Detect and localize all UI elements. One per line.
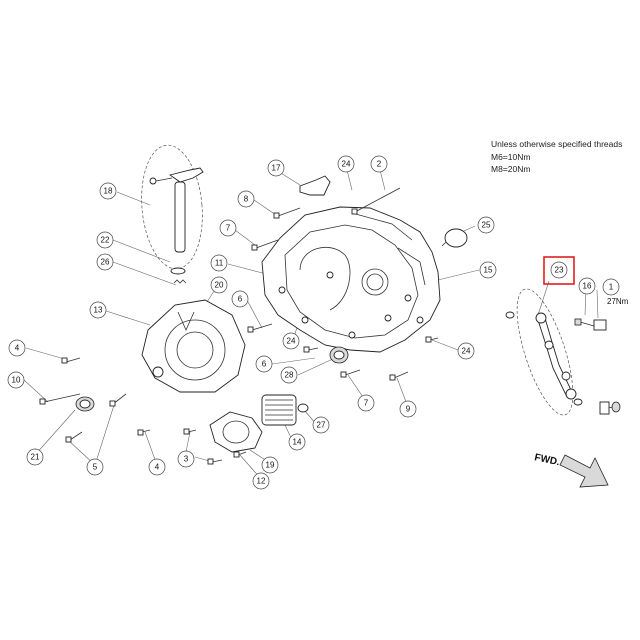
callout-11: 11 (210, 254, 228, 272)
callout-18: 18 (99, 182, 117, 200)
callout-label: 20 (215, 281, 224, 290)
callout-13: 13 (89, 301, 107, 319)
callout-label: 16 (583, 282, 592, 291)
thread-note-m8: M8=20Nm (491, 164, 531, 174)
callout-label: 4 (15, 344, 20, 353)
callout-6: 6 (255, 355, 273, 373)
callout-28: 28 (280, 366, 298, 384)
callout-label: 6 (238, 295, 243, 304)
torque-label: 27Nm (607, 297, 629, 306)
callout-1: 1 (602, 278, 620, 296)
callout-5: 5 (86, 458, 104, 476)
bolts (39, 187, 439, 465)
callout-label: 9 (406, 405, 411, 414)
part-o-ring (170, 267, 186, 275)
callout-label: 18 (104, 187, 113, 196)
callout-24: 24 (457, 342, 475, 360)
part-oil-filter (261, 394, 297, 426)
callout-label: 10 (12, 376, 21, 385)
part-dipstick (149, 167, 204, 253)
highlight-box-part-23 (543, 256, 575, 285)
callout-label: 7 (226, 224, 231, 233)
callout-26: 26 (96, 253, 114, 271)
callout-label: 15 (484, 266, 493, 275)
callout-label: 13 (94, 306, 103, 315)
part-bracket (299, 175, 331, 196)
callout-label: 24 (287, 337, 296, 346)
callout-10: 10 (7, 371, 25, 389)
callout-25: 25 (477, 216, 495, 234)
callout-7: 7 (219, 219, 237, 237)
callout-22: 22 (96, 231, 114, 249)
part-crankcase-cover (261, 206, 441, 353)
callout-label: 22 (101, 236, 110, 245)
callout-label: 7 (364, 399, 369, 408)
callout-9: 9 (399, 400, 417, 418)
part-oil-pipe-assembly (505, 311, 583, 406)
part-filter-cover (209, 411, 263, 453)
callout-21: 21 (26, 448, 44, 466)
part-filter-o-ring (297, 403, 309, 413)
callout-7: 7 (357, 394, 375, 412)
callout-label: 12 (257, 477, 266, 486)
thread-note-heading: Unless otherwise specified threads (491, 139, 623, 149)
callout-label: 23 (555, 266, 564, 275)
part-clutch-cover (141, 299, 246, 393)
callout-label: 25 (482, 221, 491, 230)
callout-15: 15 (479, 261, 497, 279)
callout-label: 11 (215, 259, 224, 268)
callout-label: 14 (293, 438, 302, 447)
callout-label: 28 (285, 371, 294, 380)
callout-label: 17 (272, 164, 281, 173)
callout-20: 20 (210, 276, 228, 294)
callout-24: 24 (337, 155, 355, 173)
callout-16: 16 (578, 277, 596, 295)
callout-label: 4 (155, 463, 160, 472)
part-washer-hole (79, 399, 91, 409)
callout-4: 4 (8, 339, 26, 357)
callout-27: 27 (312, 416, 330, 434)
callout-label: 8 (244, 195, 249, 204)
callout-3: 3 (177, 450, 195, 468)
callout-label: 24 (342, 160, 351, 169)
callout-2: 2 (370, 155, 388, 173)
callout-label: 21 (31, 453, 40, 462)
thread-note-m6: M6=10Nm (491, 152, 531, 162)
callout-label: 27 (317, 421, 326, 430)
group-outline-pipe-assembly (516, 288, 574, 416)
callout-label: 26 (101, 258, 110, 267)
callout-24: 24 (282, 332, 300, 350)
part-spring (173, 279, 187, 284)
forward-arrow (559, 454, 609, 488)
part-seal-hole (333, 350, 345, 360)
callout-label: 24 (462, 347, 471, 356)
callout-4: 4 (148, 458, 166, 476)
callout-label: 5 (93, 463, 98, 472)
callout-17: 17 (267, 159, 285, 177)
callout-label: 3 (184, 455, 189, 464)
callout-12: 12 (252, 472, 270, 490)
callout-label: 1 (609, 283, 614, 292)
callout-label: 6 (262, 360, 267, 369)
callout-19: 19 (261, 456, 279, 474)
part-filler-cap (441, 228, 468, 248)
callout-14: 14 (288, 433, 306, 451)
callout-6: 6 (231, 290, 249, 308)
callout-label: 2 (377, 160, 382, 169)
callout-label: 19 (266, 461, 275, 470)
callout-23: 23 (550, 261, 568, 279)
fwd-label: FWD. (533, 452, 560, 468)
callout-8: 8 (237, 190, 255, 208)
part-banjo-bolts (574, 318, 621, 415)
group-outline-dipstick (141, 144, 203, 270)
